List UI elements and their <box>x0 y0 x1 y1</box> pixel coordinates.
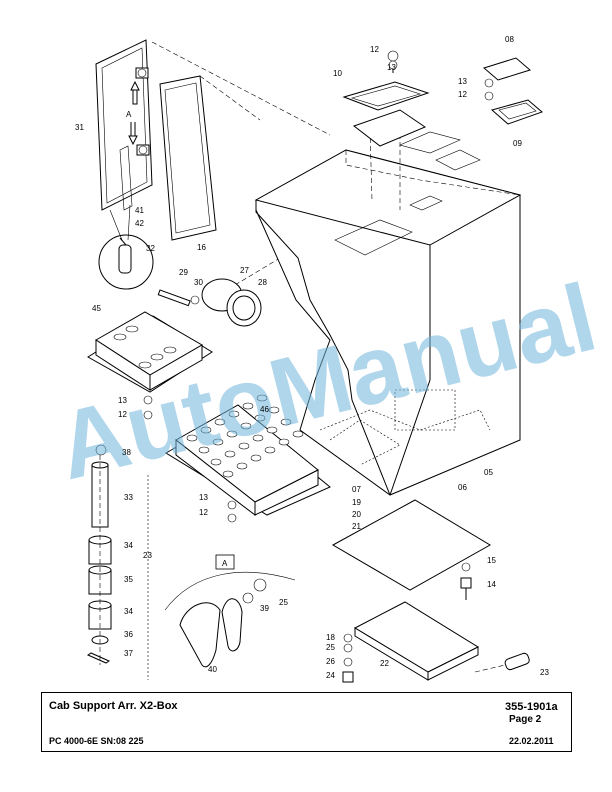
callout-label: 13 <box>118 396 127 405</box>
leader-line <box>234 254 286 286</box>
callout-label: 07 <box>352 485 361 494</box>
box-45 <box>87 311 213 420</box>
callout-label: 34 <box>124 541 133 550</box>
callout-label: 25 <box>326 643 335 652</box>
column-stack <box>86 444 149 680</box>
grid-hole <box>186 434 198 442</box>
leader-line <box>151 41 331 136</box>
callout-label: 38 <box>122 448 131 457</box>
grid-hole <box>240 422 252 430</box>
callout-label: 31 <box>75 123 84 132</box>
callout-label: 21 <box>352 522 361 531</box>
callout-label: 23 <box>143 551 152 560</box>
callout-label: 33 <box>124 493 133 502</box>
grid-hole <box>226 430 238 438</box>
callout-label: 12 <box>370 45 379 54</box>
callout-label: 05 <box>484 468 493 477</box>
fasteners-right <box>342 562 472 683</box>
callout-label: 20 <box>352 510 361 519</box>
grid-hole <box>228 410 240 418</box>
cab-door <box>95 39 153 211</box>
door-seal <box>159 75 217 241</box>
callout-label: 24 <box>326 671 335 680</box>
callout-label: 13 <box>458 77 467 86</box>
callout-label: 46 <box>260 405 269 414</box>
grid-hole <box>242 402 254 410</box>
callout-label: 42 <box>135 219 144 228</box>
grid-hole <box>278 438 290 446</box>
grid-hole <box>210 458 222 466</box>
callout-label: 08 <box>505 35 514 44</box>
callout-label: 45 <box>92 304 101 313</box>
callout-label: 19 <box>352 498 361 507</box>
grid-hole <box>200 426 212 434</box>
diagram-title: Cab Support Arr. X2-Box <box>49 700 178 712</box>
callout-label: 09 <box>513 139 522 148</box>
grid-hole <box>266 426 278 434</box>
callout-label: 12 <box>458 90 467 99</box>
callout-label: 27 <box>240 266 249 275</box>
grid-hole <box>224 450 236 458</box>
callout-label: 32 <box>146 244 155 253</box>
callout-label: 10 <box>333 69 342 78</box>
grid-hole <box>252 434 264 442</box>
pin-23 <box>474 652 530 673</box>
title-block: Cab Support Arr. X2-Box 355-1901a Page 2… <box>41 692 572 752</box>
grid-hole <box>254 414 266 422</box>
callout-label: 35 <box>124 575 133 584</box>
callout-label: 29 <box>179 268 188 277</box>
plate-06 <box>331 499 491 591</box>
callout-label: 28 <box>258 278 267 287</box>
handle-assembly <box>164 554 296 668</box>
callout-label: 14 <box>487 580 496 589</box>
plate-22 <box>353 601 480 681</box>
callout-label: 25 <box>279 598 288 607</box>
callout-label: 34 <box>124 607 133 616</box>
callout-label: A <box>222 559 228 568</box>
grid-hole <box>214 418 226 426</box>
cover-plate <box>482 57 543 125</box>
grid-hole <box>280 418 292 426</box>
grid-hole <box>222 470 234 478</box>
callout-label: 39 <box>260 604 269 613</box>
issue-date: 22.02.2011 <box>509 736 554 746</box>
callout-label: 12 <box>199 508 208 517</box>
callout-label: 36 <box>124 630 133 639</box>
callout-label: 06 <box>458 483 467 492</box>
callout-label: 40 <box>208 665 217 674</box>
hinge-detail <box>98 204 154 290</box>
grid-hole <box>264 446 276 454</box>
page-number: Page 2 <box>509 714 542 725</box>
grid-hole <box>198 446 210 454</box>
document-number: 355-1901a <box>505 701 558 713</box>
box-46 <box>165 394 331 523</box>
callout-label: 13 <box>387 63 396 72</box>
grid-hole <box>238 442 250 450</box>
callout-label: 30 <box>194 278 203 287</box>
grid-hole <box>268 406 280 414</box>
callout-label: 12 <box>118 410 127 419</box>
grid-hole <box>292 430 304 438</box>
machine-model: PC 4000-6E SN:08 225 <box>49 736 144 746</box>
callout-label: A <box>126 110 132 119</box>
callout-label: 26 <box>326 657 335 666</box>
leader-line <box>199 75 261 121</box>
callout-label: 23 <box>540 668 549 677</box>
callout-label: 13 <box>199 493 208 502</box>
callout-label: 22 <box>380 659 389 668</box>
cab-support-box <box>254 110 522 496</box>
grid-hole <box>236 462 248 470</box>
callout-label: 37 <box>124 649 133 658</box>
callout-label: 16 <box>197 243 206 252</box>
bolt-plate-assembly <box>157 278 262 327</box>
top-plate <box>342 50 430 147</box>
grid-hole <box>250 454 262 462</box>
callout-label: 41 <box>135 206 144 215</box>
grid-hole <box>256 394 268 402</box>
callout-label: 18 <box>326 633 335 642</box>
grid-hole <box>212 438 224 446</box>
callout-label: 15 <box>487 556 496 565</box>
